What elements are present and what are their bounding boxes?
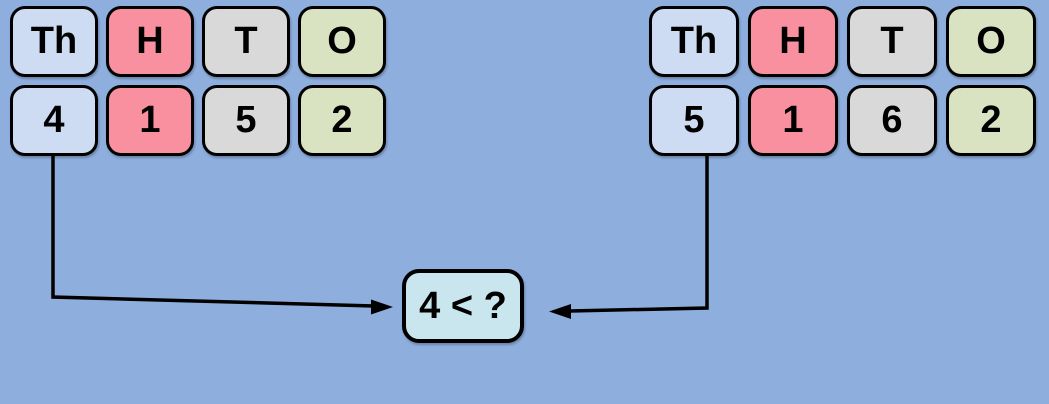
arrow-left-thousands-to-box (51, 156, 375, 308)
right-header-thousands: Th (649, 6, 739, 77)
arrowhead-left-icon (371, 299, 393, 315)
place-value-table-left: Th H T O 4 1 5 2 (10, 6, 386, 156)
comparison-text: 4 < ? (419, 284, 507, 327)
left-digit-ones: 2 (298, 85, 386, 156)
left-header-ones: O (298, 6, 386, 77)
left-digit-tens: 5 (202, 85, 290, 156)
comparison-box: 4 < ? (402, 269, 524, 343)
right-digit-ones: 2 (946, 85, 1036, 156)
right-header-hundreds: H (748, 6, 838, 77)
right-digit-hundreds: 1 (748, 85, 838, 156)
right-header-tens: T (847, 6, 937, 77)
place-value-table-right: Th H T O 5 1 6 2 (649, 6, 1036, 156)
arrowhead-right-icon (549, 304, 571, 319)
right-digit-thousands: 5 (649, 85, 739, 156)
left-header-thousands: Th (10, 6, 98, 77)
left-digit-thousands: 4 (10, 85, 98, 156)
left-digit-hundreds: 1 (106, 85, 194, 156)
left-header-tens: T (202, 6, 290, 77)
left-header-hundreds: H (106, 6, 194, 77)
right-header-ones: O (946, 6, 1036, 77)
arrow-right-thousands-to-box (569, 156, 709, 313)
right-digit-tens: 6 (847, 85, 937, 156)
